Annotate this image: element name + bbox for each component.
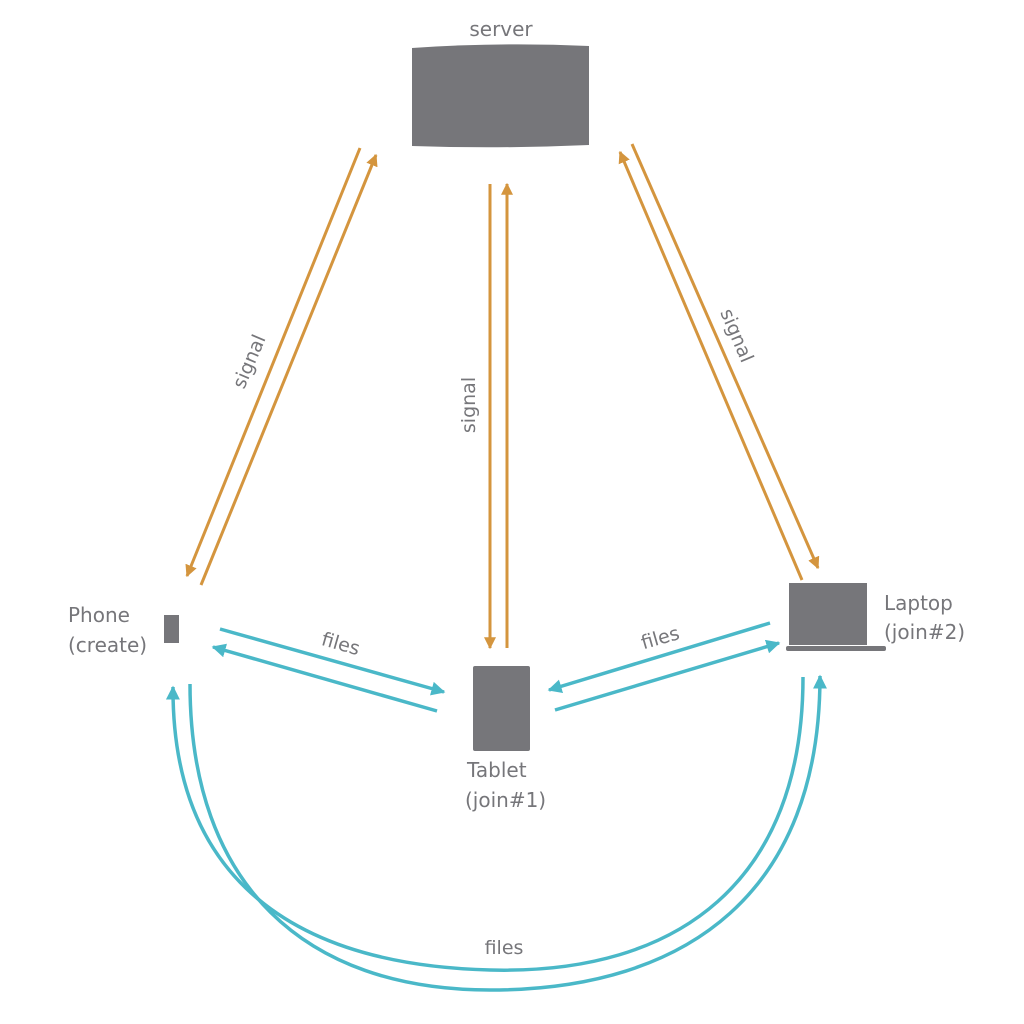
laptop-icon bbox=[786, 583, 886, 651]
laptop-sublabel: (join#2) bbox=[884, 620, 965, 644]
signal-arrow-server-to-laptop bbox=[630, 143, 820, 570]
files-arrow-tablet-to-phone bbox=[211, 643, 438, 713]
phone-label: Phone bbox=[68, 603, 130, 627]
server-label: server bbox=[469, 17, 533, 41]
files-arrow-laptop-to-tablet bbox=[547, 621, 771, 694]
signal-label-right: signal bbox=[715, 305, 757, 365]
files-arc-laptop-to-phone bbox=[165, 676, 805, 972]
files-label-phone-tablet: files bbox=[319, 628, 362, 660]
files-arrow-tablet-to-laptop bbox=[554, 639, 781, 712]
signal-arrow-server-to-phone bbox=[185, 147, 362, 578]
files-arrow-phone-to-tablet bbox=[219, 627, 446, 696]
signal-arrow-phone-to-server bbox=[199, 153, 378, 586]
signal-edges bbox=[185, 143, 820, 650]
signal-label-middle: signal bbox=[458, 377, 480, 433]
server-icon bbox=[412, 44, 589, 148]
phone-sublabel: (create) bbox=[68, 633, 147, 657]
files-label-tablet-laptop: files bbox=[639, 622, 682, 654]
tablet-icon bbox=[473, 666, 530, 751]
laptop-label: Laptop bbox=[884, 591, 953, 615]
signal-arrow-laptop-to-server bbox=[618, 150, 804, 581]
files-edges bbox=[165, 621, 827, 992]
phone-icon bbox=[164, 615, 179, 643]
files-label-phone-laptop: files bbox=[485, 937, 524, 959]
tablet-sublabel: (join#1) bbox=[465, 788, 546, 812]
tablet-label: Tablet bbox=[466, 758, 527, 782]
files-arc-phone-to-laptop bbox=[188, 674, 827, 992]
